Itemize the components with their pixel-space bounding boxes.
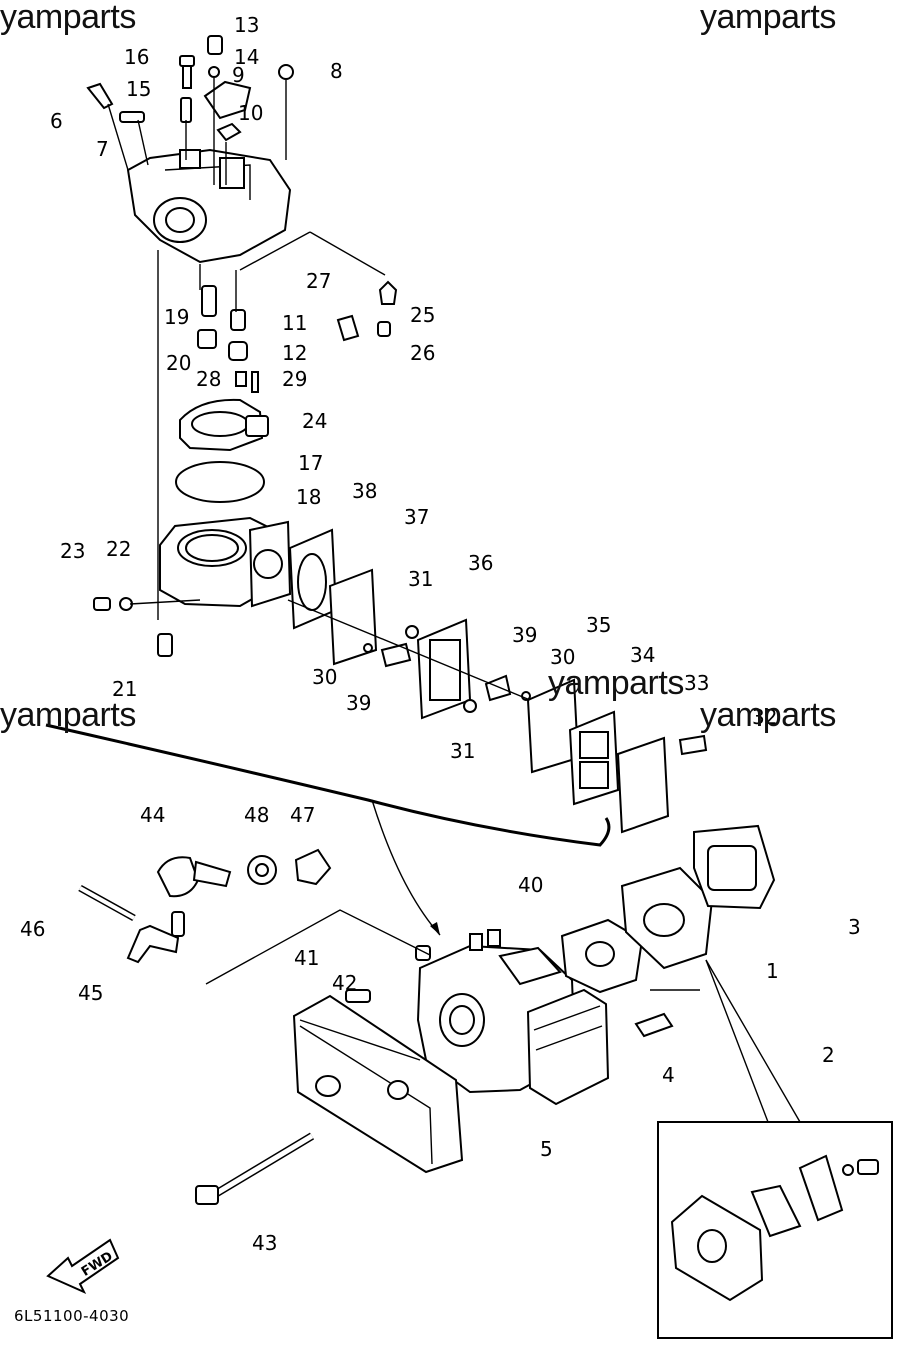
- part-number-label: 4: [662, 1063, 675, 1087]
- part-number-label: 30: [312, 665, 337, 689]
- part-number-label: 38: [352, 479, 377, 503]
- small-parts-top: [86, 35, 294, 142]
- part-number-label: 16: [124, 45, 149, 69]
- drain-bolts: [93, 597, 173, 657]
- carburetor-upper-body: [126, 148, 292, 264]
- leader-lines-lower: [205, 909, 801, 1123]
- float-and-bowl: [159, 398, 292, 608]
- part-number-label: 35: [586, 613, 611, 637]
- part-number-label: 47: [290, 803, 315, 827]
- part-number-label: 36: [468, 551, 493, 575]
- part-number-label: 44: [140, 803, 165, 827]
- part-number-label: 33: [684, 671, 709, 695]
- part-number-label: 24: [302, 409, 327, 433]
- part-number-label: 12: [282, 341, 307, 365]
- part-number-label: 48: [244, 803, 269, 827]
- part-number-label: 19: [164, 305, 189, 329]
- part-number-label: 34: [630, 643, 655, 667]
- part-number-label: 28: [196, 367, 221, 391]
- watermark-mid-center: yamparts: [548, 664, 684, 702]
- air-silencer: [292, 989, 464, 1174]
- part-number-label: 32: [752, 705, 777, 729]
- part-number-label: 25: [410, 303, 435, 327]
- part-number-label: 11: [282, 311, 307, 335]
- part-number-label: 8: [330, 59, 343, 83]
- part-number-label: 3: [848, 915, 861, 939]
- part-number-label: 42: [332, 971, 357, 995]
- watermark-mid-left: yamparts: [0, 696, 136, 734]
- part-number-label: 9: [232, 63, 245, 87]
- part-number-label: 7: [96, 137, 109, 161]
- watermark-top-left: yamparts: [0, 0, 136, 36]
- small-parts-middle: [197, 280, 398, 393]
- part-number-label: 43: [252, 1231, 277, 1255]
- part-number-label: 46: [20, 917, 45, 941]
- intake-manifold: [560, 824, 776, 1038]
- part-number-label: 22: [106, 537, 131, 561]
- part-number-label: 37: [404, 505, 429, 529]
- part-number-label: 31: [450, 739, 475, 763]
- part-number-label: 5: [540, 1137, 553, 1161]
- part-number-label: 45: [78, 981, 103, 1005]
- watermark-mid-right: yamparts: [700, 696, 836, 734]
- reed-valve-inset: [657, 1121, 893, 1339]
- linkage-parts: [78, 848, 332, 964]
- part-number-label: 15: [126, 77, 151, 101]
- part-number-label: 41: [294, 946, 319, 970]
- part-number-label: 1: [766, 959, 779, 983]
- part-number-label: 30: [550, 645, 575, 669]
- part-number-label: 26: [410, 341, 435, 365]
- connection-curves: [45, 723, 611, 936]
- part-number-label: 10: [238, 101, 263, 125]
- leader-lines-upper: [107, 78, 531, 701]
- part-number-label: 23: [60, 539, 85, 563]
- part-number-label: 17: [298, 451, 323, 475]
- part-number-label: 6: [50, 109, 63, 133]
- part-number-label: 20: [166, 351, 191, 375]
- gaskets-and-covers: [288, 528, 708, 834]
- part-number-label: 14: [234, 45, 259, 69]
- part-number-label: 31: [408, 567, 433, 591]
- part-number-labels: 1234567891011121314151617181920212223242…: [20, 13, 861, 1255]
- part-number-label: 2: [822, 1043, 835, 1067]
- part-number-label: 29: [282, 367, 307, 391]
- part-number-label: 27: [306, 269, 331, 293]
- part-number-label: 13: [234, 13, 259, 37]
- part-number-label: 39: [512, 623, 537, 647]
- carburetor-main: [415, 929, 610, 1106]
- part-number-label: 21: [112, 677, 137, 701]
- part-number-label: 18: [296, 485, 321, 509]
- part-number-label: 40: [518, 873, 543, 897]
- long-bolt: [195, 1132, 315, 1205]
- watermark-top-right: yamparts: [700, 0, 836, 36]
- part-number-label: 39: [346, 691, 371, 715]
- fwd-arrow-icon: FWD: [46, 1238, 120, 1295]
- diagram-code: 6L51100-4030: [14, 1307, 130, 1325]
